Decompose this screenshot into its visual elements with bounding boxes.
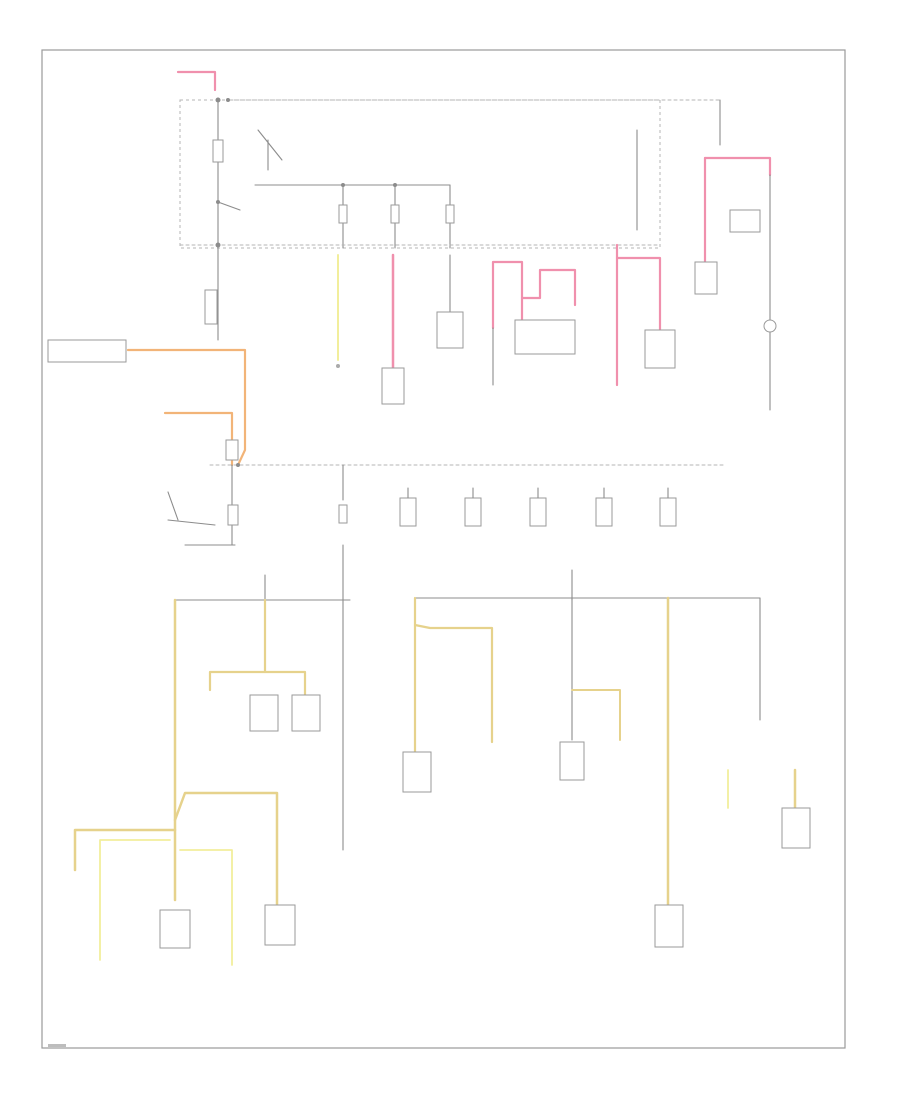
yellow-wire (571, 689, 621, 741)
fuse-icon (204, 289, 218, 325)
fuse-icon (729, 209, 761, 233)
pink-wire (520, 268, 577, 307)
pink-wire (615, 256, 662, 332)
yellow-wire (73, 828, 177, 872)
fuse-icon (227, 504, 239, 526)
component-box (514, 319, 576, 355)
yellow-wire (173, 791, 279, 907)
component-box (436, 311, 464, 349)
splice-node (226, 98, 230, 102)
splice-node (341, 183, 345, 187)
component-box (402, 751, 432, 793)
splice-node (236, 463, 240, 467)
fuse-icon (595, 497, 613, 527)
yellow-wire (179, 849, 233, 966)
component-box (781, 807, 811, 849)
pink-wire (491, 260, 524, 330)
fuse-icon (338, 504, 348, 524)
page-corner-mark (48, 1044, 66, 1047)
fuse-icon (399, 497, 417, 527)
fuse-icon (225, 439, 239, 461)
component-box (654, 904, 684, 948)
component-box (159, 909, 191, 949)
fuse-block-outline (179, 99, 661, 249)
component-box (249, 694, 279, 732)
splice-node (215, 97, 221, 103)
yellow-wire (208, 598, 267, 692)
yellow-wire (99, 839, 171, 961)
fuse-icon (659, 497, 677, 527)
lamp-icon (763, 319, 777, 333)
fuse-icon (464, 497, 482, 527)
yellow-wire (413, 623, 494, 744)
splice-node (393, 183, 397, 187)
relay-icon (694, 261, 718, 295)
right-power-feed (694, 99, 777, 411)
component-box (47, 339, 127, 363)
component-box (559, 741, 585, 781)
splice-node (215, 242, 221, 248)
component-box (381, 367, 405, 405)
orange-wire (163, 411, 234, 467)
fuse-icon (212, 139, 224, 163)
fuse-icon (445, 204, 455, 224)
pink-feed-wire (176, 70, 217, 92)
diagram-frame (41, 49, 846, 1049)
ground-icon (336, 364, 340, 368)
component-box (291, 694, 321, 732)
orange-wire (126, 348, 247, 467)
underhood-fuse-block (179, 97, 721, 331)
fuse-icon (529, 497, 547, 527)
component-box (264, 904, 296, 946)
fuse-icon (390, 204, 400, 224)
mid-fuse-row (338, 464, 677, 527)
yellow-wire (263, 670, 307, 697)
fuse-icon (338, 204, 348, 224)
component-box (644, 329, 676, 369)
